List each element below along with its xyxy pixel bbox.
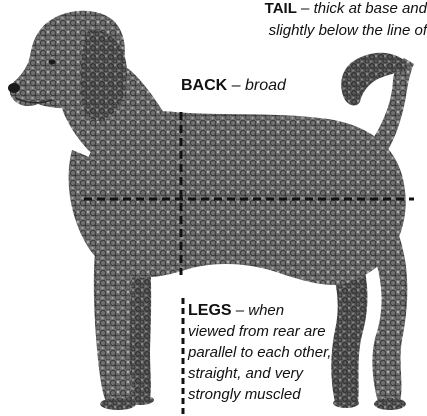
- near-front-leg: [94, 240, 134, 402]
- legs-callout: LEGS – when viewed from rear are paralle…: [188, 300, 331, 405]
- dog-eye: [49, 60, 56, 65]
- legs-term: LEGS: [188, 302, 232, 319]
- far-front-paw: [126, 395, 154, 405]
- legs-desc-line3: parallel to each other,: [188, 342, 331, 363]
- legs-desc-line4: straight, and very: [188, 363, 331, 384]
- dog-nose: [8, 83, 20, 93]
- tail-dash: –: [297, 0, 314, 17]
- back-desc: broad: [245, 77, 286, 94]
- tail-term: TAIL: [265, 0, 297, 17]
- far-hind-paw: [333, 398, 359, 408]
- tail-desc-line1: thick at base and: [314, 0, 427, 17]
- tail-callout: TAIL – thick at base and slightly below …: [265, 0, 427, 42]
- back-term: BACK: [181, 77, 227, 94]
- tail-desc-line2: slightly below the line of: [265, 20, 427, 42]
- legs-dash: –: [232, 302, 249, 319]
- legs-desc-line5: strongly muscled: [188, 384, 331, 405]
- back-callout: BACK – broad: [181, 75, 286, 97]
- hind-paw: [374, 398, 406, 410]
- back-dash: –: [227, 77, 245, 94]
- legs-desc-line2: viewed from rear are: [188, 321, 331, 342]
- legs-desc-line1: when: [248, 302, 284, 319]
